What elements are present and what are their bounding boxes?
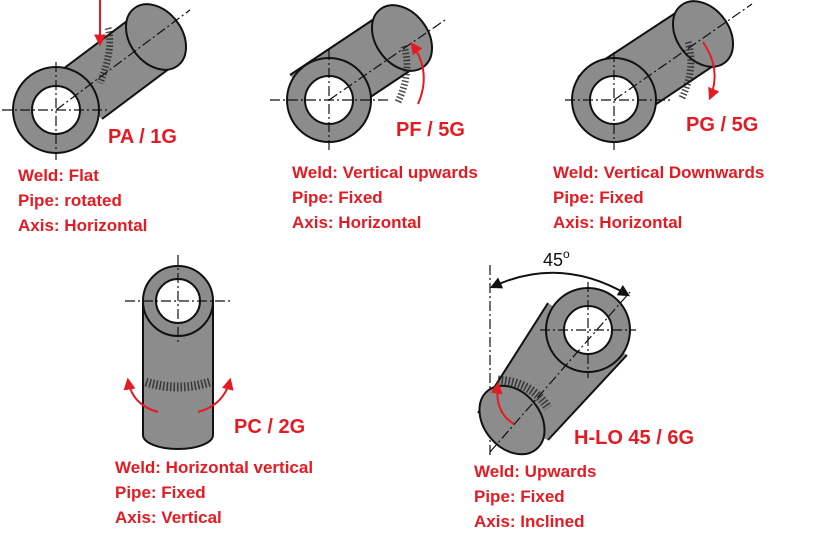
pipe-label: Pipe: Fixed bbox=[115, 483, 206, 502]
weld-label: Weld: Upwards bbox=[474, 462, 597, 481]
weld-label: Weld: Flat bbox=[18, 166, 99, 185]
angle-label-45: 45o bbox=[543, 247, 570, 271]
axis-label: Axis: Inclined bbox=[474, 512, 585, 531]
position-code-pc-2g: PC / 2G bbox=[234, 416, 306, 438]
position-info-pf-5g: Weld: Vertical upwards Pipe: Fixed Axis:… bbox=[292, 160, 478, 235]
axis-label: Axis: Horizontal bbox=[18, 216, 148, 235]
axis-label: Axis: Horizontal bbox=[553, 213, 683, 232]
pipe-label: Pipe: Fixed bbox=[553, 188, 644, 207]
pipe-pf-5g bbox=[270, 4, 446, 152]
pipe-label: Pipe: rotated bbox=[18, 191, 122, 210]
position-code-hlo45-6g: H-LO 45 / 6G bbox=[574, 427, 695, 449]
pipe-pa-1g bbox=[2, 0, 191, 160]
position-info-pg-5g: Weld: Vertical Downwards Pipe: Fixed Axi… bbox=[553, 160, 764, 235]
weld-label: Weld: Horizontal vertical bbox=[115, 458, 314, 477]
position-code-pg-5g: PG / 5G bbox=[686, 114, 759, 136]
position-info-pa-1g: Weld: Flat Pipe: rotated Axis: Horizonta… bbox=[18, 163, 147, 238]
weld-label: Weld: Vertical Downwards bbox=[553, 163, 765, 182]
position-code-pa-1g: PA / 1G bbox=[108, 126, 177, 148]
pipe-label: Pipe: Fixed bbox=[474, 487, 565, 506]
angle-unit: o bbox=[563, 247, 570, 261]
pipe-pc-2g bbox=[123, 255, 234, 450]
position-code-pf-5g: PF / 5G bbox=[396, 119, 465, 141]
angle-value: 45 bbox=[543, 250, 564, 270]
position-info-pc-2g: Weld: Horizontal vertical Pipe: Fixed Ax… bbox=[115, 455, 313, 530]
weld-label: Weld: Vertical upwards bbox=[292, 163, 478, 182]
axis-label: Axis: Vertical bbox=[115, 508, 222, 527]
position-info-hlo45-6g: Weld: Upwards Pipe: Fixed Axis: Inclined bbox=[474, 459, 596, 534]
pipe-pg-5g bbox=[565, 0, 753, 150]
pipe-label: Pipe: Fixed bbox=[292, 188, 383, 207]
pipe-hlo45-6g bbox=[477, 265, 636, 456]
axis-label: Axis: Horizontal bbox=[292, 213, 422, 232]
